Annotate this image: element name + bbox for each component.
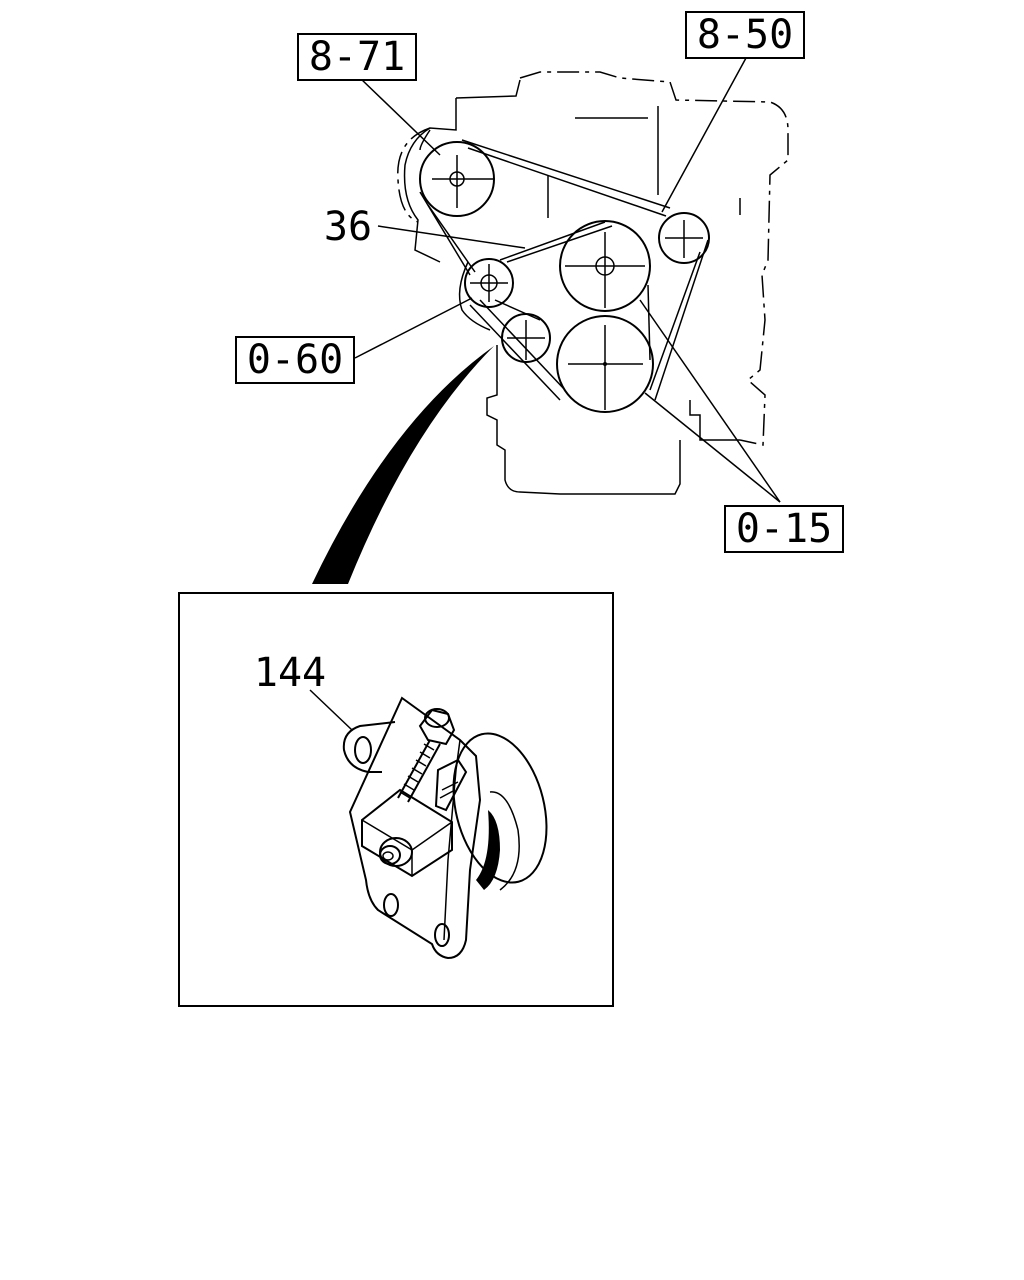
leader-lines (354, 57, 781, 503)
ref-label-0-60: 0-60 (235, 336, 355, 384)
pulley-upper-large (559, 220, 651, 312)
svg-text:8-50: 8-50 (697, 12, 793, 58)
svg-text:36: 36 (324, 204, 372, 250)
tensioner-assembly (342, 696, 548, 960)
pulley-8-71 (419, 141, 495, 217)
top-nut (418, 708, 456, 746)
svg-text:0-15: 0-15 (736, 506, 832, 552)
pulley-0-60 (464, 258, 514, 308)
part-label-144: 144 (254, 650, 353, 731)
svg-text:0-60: 0-60 (247, 337, 343, 383)
callout-pointer (312, 346, 494, 584)
ref-label-8-71: 8-71 (297, 33, 417, 81)
pulley-lower-large (556, 315, 654, 413)
ref-label-0-15: 0-15 (724, 505, 844, 553)
svg-text:144: 144 (254, 650, 326, 696)
pulley-8-50 (658, 212, 710, 264)
adjusting-screw (397, 739, 441, 803)
bolt-head (379, 837, 413, 867)
svg-text:8-71: 8-71 (309, 34, 405, 80)
pulley-small-idler (501, 313, 551, 363)
part-label-36: 36 (324, 204, 372, 250)
engine-outline (397, 71, 789, 495)
ref-label-8-50: 8-50 (685, 11, 805, 59)
detail-frame (178, 592, 614, 1007)
